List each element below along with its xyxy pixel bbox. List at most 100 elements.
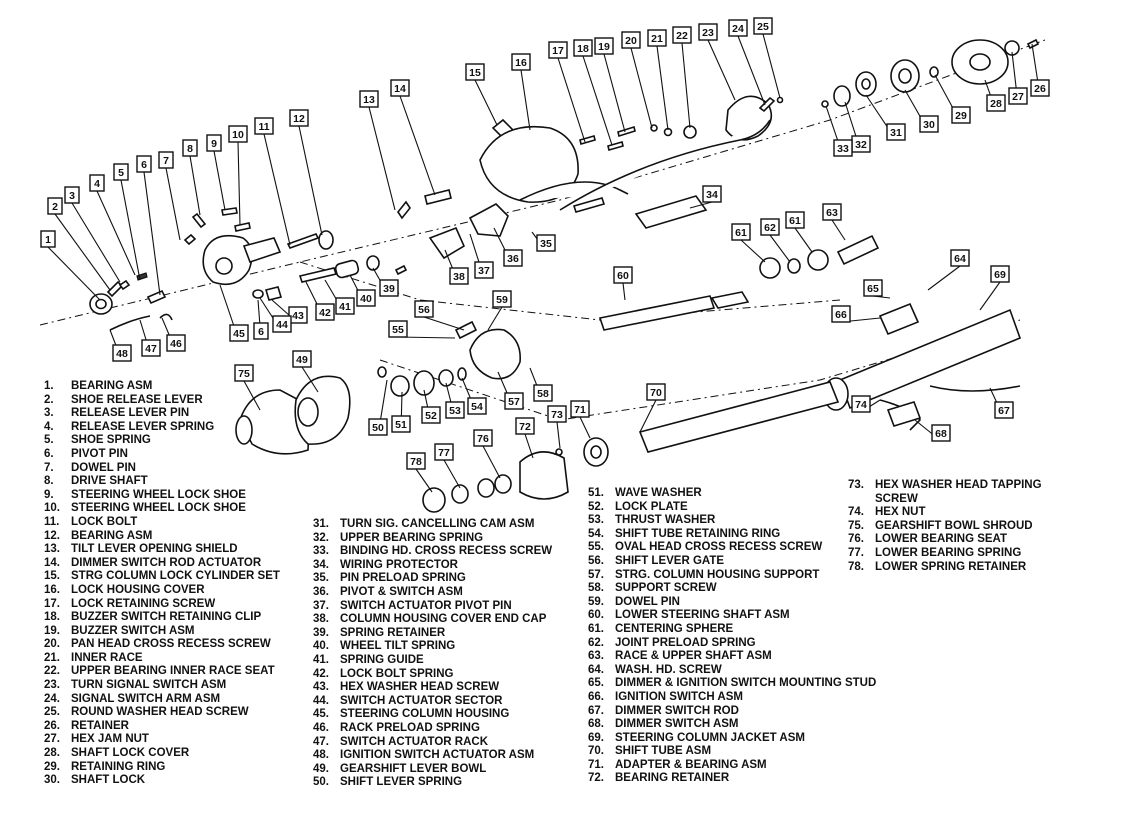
callout-23: 23 [698,23,736,101]
callout-box [141,339,161,357]
legend-item-number: 6. [44,447,54,460]
legend-item-label: IGNITION SWITCH ACTUATOR ASM [340,749,535,762]
callout-52: 52 [421,389,441,424]
legend-item-number: 28. [44,747,60,760]
leader-line [794,227,813,253]
callout-box [647,29,667,47]
legend-item: 54.SHIFT TUBE RETAINING RING [588,528,876,542]
legend-item-label: DIMMER SWITCH ROD ACTUATOR [71,556,262,569]
legend-item-label: BEARING RETAINER [615,772,730,785]
callout-box [753,17,773,35]
callout-box [368,418,388,436]
callout-box [359,90,379,108]
callout-number: 15 [469,67,481,79]
legend-item-number: 44. [313,694,329,707]
callout-box [182,139,198,157]
legend-item: 11.LOCK BOLT [44,516,280,530]
legend-item-number: 40. [313,640,329,653]
callout-22: 22 [672,26,692,129]
leader-line [769,234,791,263]
callout-number: 21 [651,33,663,45]
leader-line [831,219,846,241]
callout-box [492,290,512,308]
legend-item-number: 62. [588,636,604,649]
callout-number: 48 [116,348,128,360]
column-jacket-group [823,302,1022,431]
legend-item-label: SWITCH ACTUATOR SECTOR [340,694,503,707]
legend-item-label: WHEEL TILT SPRING [340,640,456,653]
legend-item-label: DIMMER SWITCH ROD [615,704,739,717]
legend-item-label: BUZZER SWITCH RETAINING CLIP [71,611,262,624]
legend-item: 18.BUZZER SWITCH RETAINING CLIP [44,611,280,625]
legend-item: 58. SUPPORT SCREW [588,582,876,596]
legend-item: 41. SPRING GUIDE [313,654,552,668]
legend-item-number: 47. [313,735,329,748]
legend-item: 31.TURN SIG. CANCELLING CAM ASM [313,518,552,532]
callout-box [335,297,355,315]
callout-number: 54 [471,401,483,413]
legend-item-label: CENTERING SPHERE [615,622,734,635]
callout-65: 65 [863,279,891,299]
legend-item-label: WASH. HD. SCREW [615,663,722,676]
callout-53: 53 [445,382,465,419]
callout-4: 4 [89,174,136,276]
legend-item-number: 8. [44,475,54,488]
leader-line [740,239,766,263]
legend-item-number: 16. [44,583,60,596]
callout-3: 3 [64,186,121,283]
callout-13: 13 [359,90,396,211]
legend-item-number: 66. [588,690,604,703]
legend-item: 63.RACE & UPPER SHAFT ASM [588,650,876,664]
legend-item: 1.BEARING ASM [44,380,280,394]
legend-item-number: 58. [588,582,604,595]
callout-box [594,37,614,55]
legend-item: 76.LOWER BEARING SEAT [848,533,1042,547]
legend-item-label: SUPPORT SCREW [615,582,717,595]
callout-number: 14 [394,83,406,95]
callout-box [646,383,666,401]
legend-item-number: 69. [588,731,604,744]
callout-number: 9 [211,138,217,150]
callout-number: 2 [52,201,58,213]
legend-item: 77.LOWER BEARING SPRING [848,547,1042,561]
callout-number: 50 [372,422,384,434]
leader-line [189,155,201,216]
legend-item: 28.SHAFT LOCK COVER [44,747,280,761]
callout-box [449,267,469,285]
legend-item: 49.GEARSHIFT LEVER BOWL [313,763,552,777]
legend-item: 39.SPRING RETAINER [313,627,552,641]
callout-number: 33 [837,143,849,155]
legend-item-number: 25. [44,706,60,719]
callout-box [503,249,523,267]
callout-box [504,392,524,410]
legend-item-label: STRG. COLUMN HOUSING SUPPORT [615,568,820,581]
legend-item: 71.ADAPTER & BEARING ASM [588,759,876,773]
callout-box [356,289,376,307]
callout-number: 70 [650,387,662,399]
legend-item: 47.SWITCH ACTUATOR RACK [313,736,552,750]
callout-number: 25 [757,21,769,33]
legend-item-label: STEERING COLUMN HOUSING [340,708,510,721]
legend-item-number: 41. [313,653,329,666]
callout-number: 41 [339,301,351,313]
legend-item-number: 55. [588,541,604,554]
callout-number: 59 [496,294,508,306]
callout-5: 5 [113,163,141,281]
callout-37: 37 [469,233,494,279]
leader-line [579,416,591,439]
legend-item-label: SPRING GUIDE [340,653,424,666]
legend-item-label: STRG COLUMN LOCK CYLINDER SET [71,570,280,583]
leader-line [681,42,691,129]
callout-number: 20 [625,35,637,47]
legend-item: 3.RELEASE LEVER PIN [44,407,280,421]
legend-item-label: PIN PRELOAD SPRING [340,572,466,585]
callout-box [229,324,249,342]
legend-item-label: LOCK BOLT SPRING [340,667,454,680]
callout-box [64,186,80,204]
legend-item-number: 3. [44,407,54,420]
callout-number: 61 [789,215,801,227]
callout-number: 27 [1012,91,1024,103]
callout-box [833,139,853,157]
legend-item: 38.COLUMN HOUSING COVER END CAP [313,613,552,627]
